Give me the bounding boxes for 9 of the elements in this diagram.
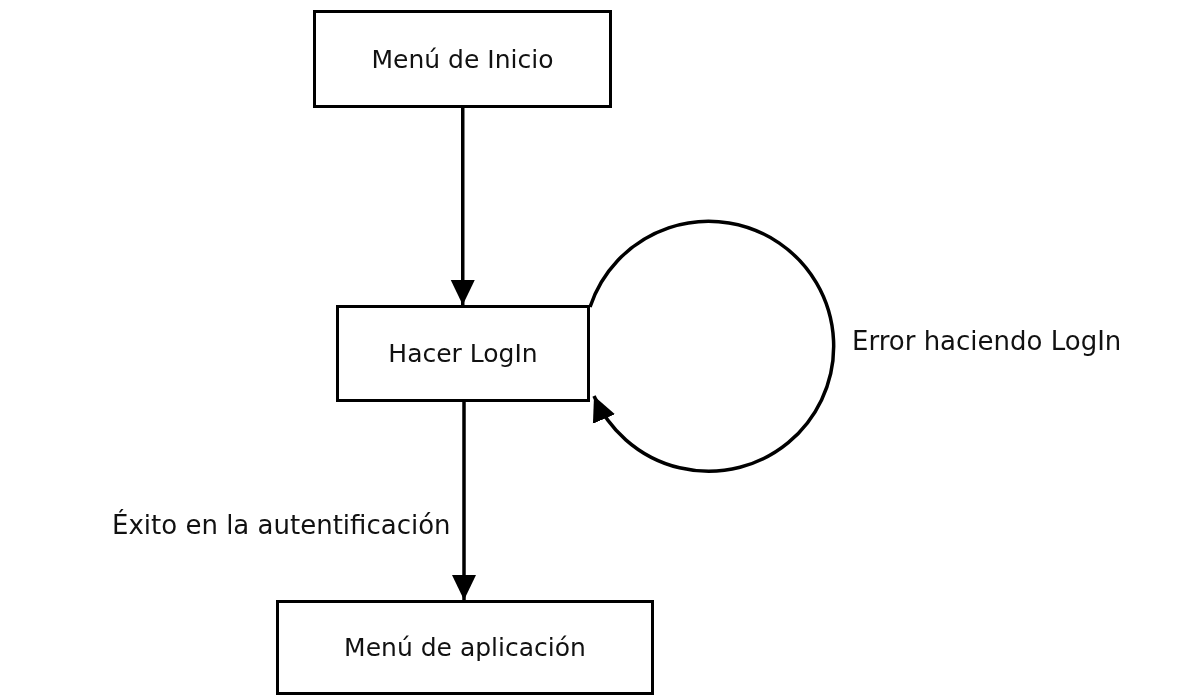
process-box — [336, 305, 590, 402]
process-box — [276, 600, 654, 695]
box-label: Menú de aplicación — [344, 633, 586, 662]
arrow — [450, 108, 475, 305]
arrow — [452, 402, 476, 600]
box-label: Menú de Inicio — [371, 44, 554, 74]
process-box — [313, 10, 612, 108]
arrow — [588, 219, 836, 473]
box-label: Hacer LogIn — [388, 339, 538, 368]
